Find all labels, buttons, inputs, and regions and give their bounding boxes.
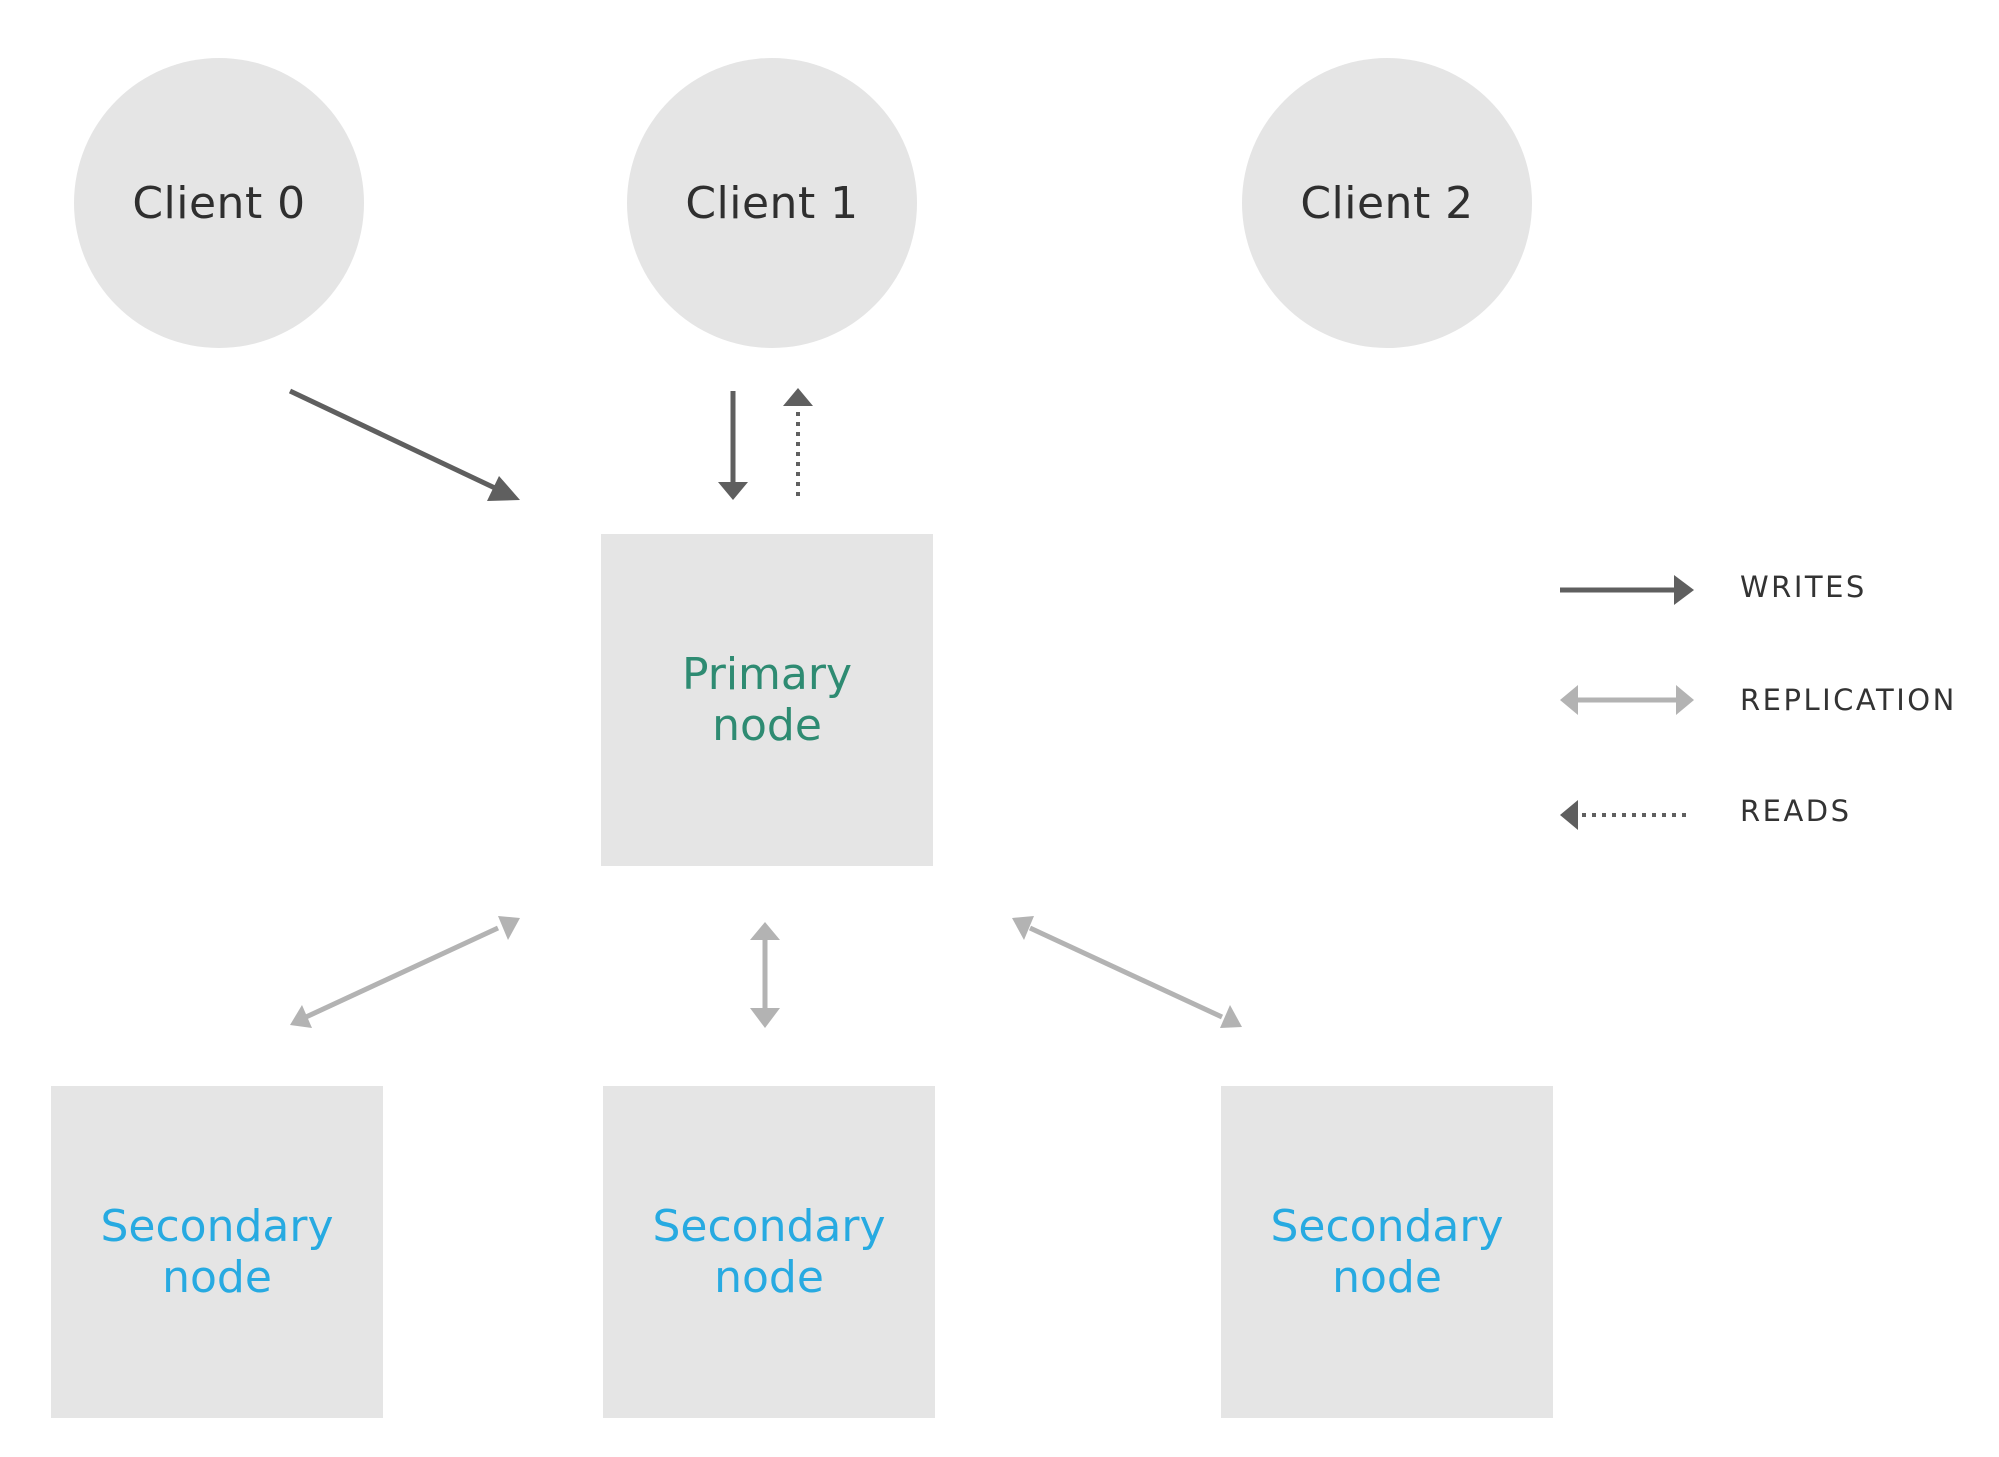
secondary-node-2-label: Secondary node (1270, 1201, 1504, 1303)
primary-node-label: Primary node (681, 649, 853, 751)
legend-reads-label: READS (1740, 794, 1852, 828)
write-arrow-client-1 (718, 391, 748, 500)
read-arrow-client-1 (783, 388, 813, 496)
client-1-label: Client 1 (685, 177, 859, 229)
client-1-circle: Client 1 (627, 58, 917, 348)
client-0-circle: Client 0 (74, 58, 364, 348)
legend-replication-label: REPLICATION (1740, 683, 1957, 717)
client-0-label: Client 0 (132, 177, 306, 229)
primary-node: Primary node (601, 534, 933, 866)
secondary-node-1: Secondary node (603, 1086, 935, 1418)
secondary-node-2: Secondary node (1221, 1086, 1553, 1418)
secondary-node-0-label: Secondary node (100, 1201, 334, 1303)
replication-arrow-secondary-1 (750, 922, 780, 1028)
secondary-node-1-label: Secondary node (652, 1201, 886, 1303)
replication-arrow-secondary-2 (1012, 916, 1242, 1028)
write-arrow-client-0 (288, 388, 520, 501)
legend-writes-label: WRITES (1740, 570, 1867, 604)
legend-writes-arrow (1560, 575, 1694, 605)
client-2-label: Client 2 (1300, 177, 1474, 229)
replication-arrow-secondary-0 (290, 916, 520, 1028)
client-2-circle: Client 2 (1242, 58, 1532, 348)
secondary-node-0: Secondary node (51, 1086, 383, 1418)
legend-replication-arrow (1560, 685, 1694, 715)
legend-reads-arrow (1560, 800, 1688, 830)
